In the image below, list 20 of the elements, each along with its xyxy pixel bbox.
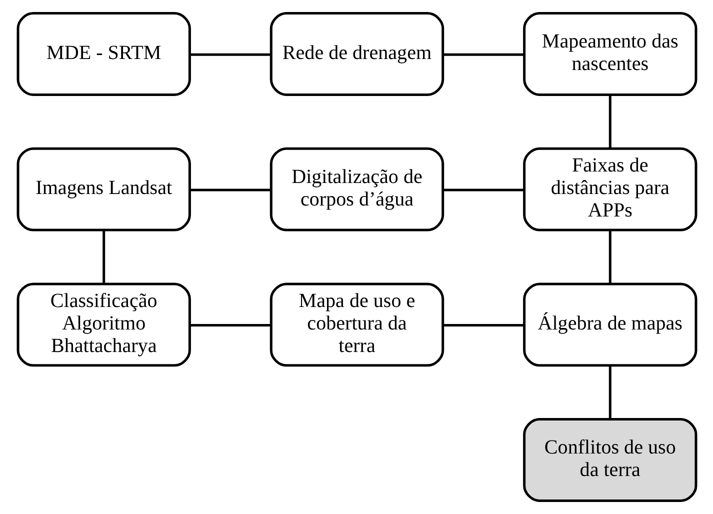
node-box: Digitalização de corpos d’água xyxy=(269,147,444,232)
connector xyxy=(189,53,270,56)
connector xyxy=(102,230,105,284)
node-box: Classificação Algoritmo Bhattacharya xyxy=(16,282,190,367)
connector xyxy=(442,324,524,327)
node-box: Mapeamento das nascentes xyxy=(522,12,697,96)
connector xyxy=(442,188,524,192)
node-box: MDE - SRTM xyxy=(16,12,190,96)
node-box: Faixas de distâncias para APPs xyxy=(522,147,697,232)
connector xyxy=(442,53,524,56)
node-box: Imagens Landsat xyxy=(16,147,190,232)
node-box: Rede de drenagem xyxy=(269,12,444,96)
node-box: Conflitos de uso da terra xyxy=(522,418,697,502)
node-box: Álgebra de mapas xyxy=(522,282,697,367)
connector xyxy=(608,94,611,148)
connector xyxy=(608,230,611,284)
connector xyxy=(189,188,270,192)
connector xyxy=(608,366,611,420)
node-box: Mapa de uso e cobertura da terra xyxy=(269,282,444,367)
connector xyxy=(189,324,270,327)
